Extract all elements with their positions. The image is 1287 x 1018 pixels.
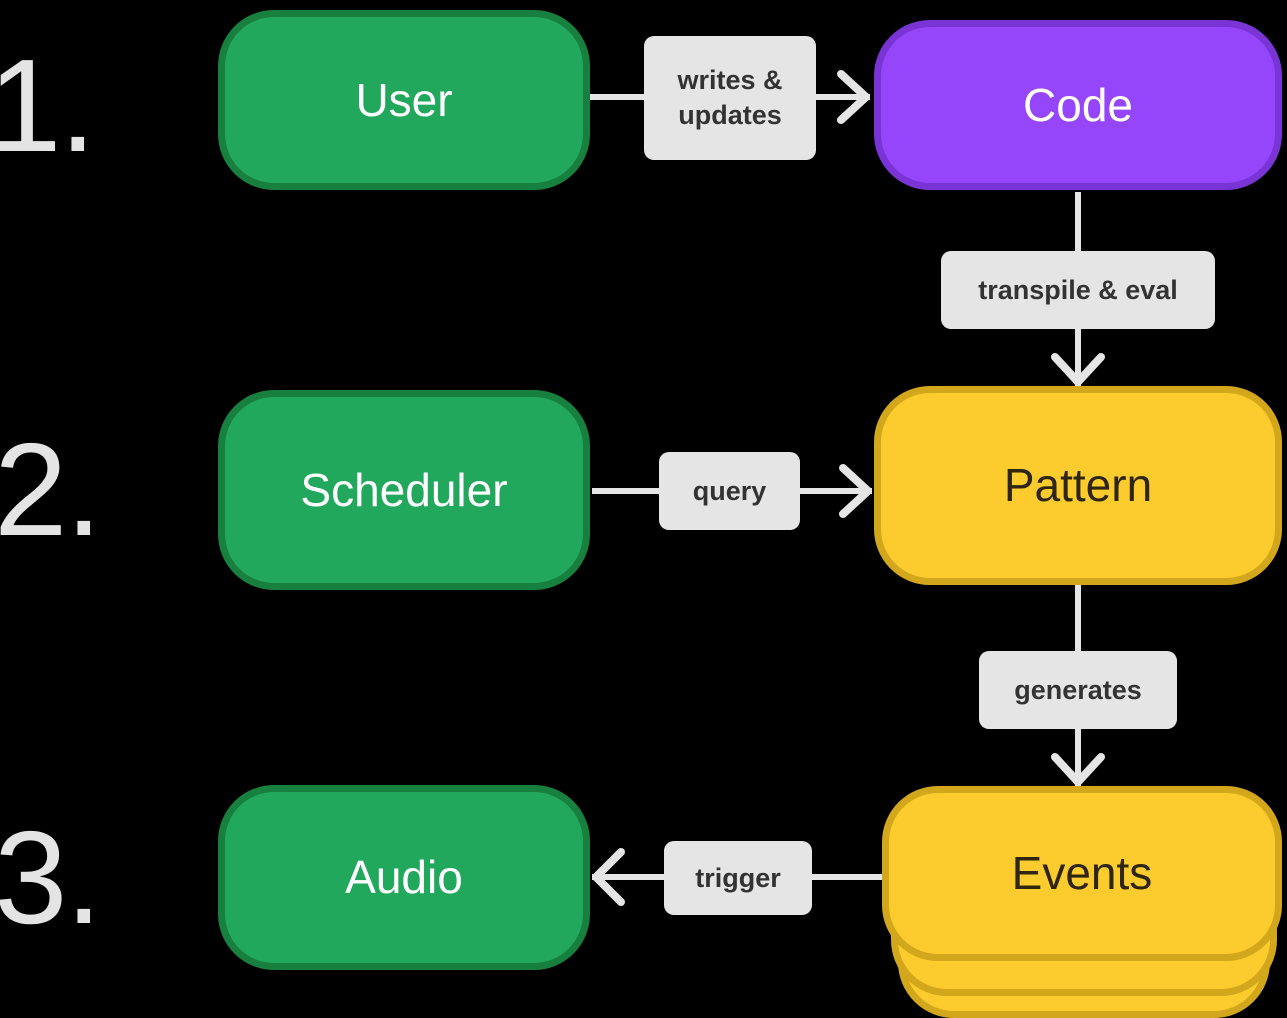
node-events-stack-layer-front: Events bbox=[882, 786, 1282, 961]
node-code-label: Code bbox=[1023, 78, 1133, 131]
node-pattern[interactable]: Pattern bbox=[874, 386, 1282, 585]
node-audio-label: Audio bbox=[345, 851, 463, 904]
node-scheduler-label: Scheduler bbox=[300, 463, 508, 516]
edge-label-transpile-eval: transpile & eval bbox=[941, 251, 1215, 329]
node-code[interactable]: Code bbox=[874, 20, 1282, 190]
step-number-3: 3. bbox=[0, 804, 102, 951]
edge-label-writes-updates: writes & updates bbox=[644, 36, 816, 160]
node-user[interactable]: User bbox=[218, 10, 590, 190]
step-number-2: 2. bbox=[0, 416, 102, 563]
node-pattern-label: Pattern bbox=[1003, 459, 1153, 512]
edge-label-query: query bbox=[659, 452, 800, 530]
node-events[interactable]: Events bbox=[874, 786, 1287, 1018]
step-number-1: 1. bbox=[0, 32, 96, 179]
node-user-label: User bbox=[355, 73, 453, 126]
edge-label-generates: generates bbox=[979, 651, 1177, 729]
node-scheduler[interactable]: Scheduler bbox=[218, 390, 590, 590]
node-events-label: Events bbox=[1011, 847, 1153, 900]
edge-label-trigger: trigger bbox=[664, 841, 812, 915]
node-audio[interactable]: Audio bbox=[218, 785, 590, 970]
